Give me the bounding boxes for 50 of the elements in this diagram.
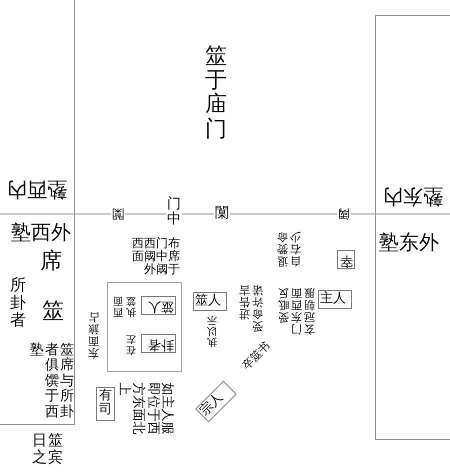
annotation-text: 退赞命	[277, 230, 288, 266]
annotation-text: 闑	[111, 206, 125, 222]
annotation-text: 筮宾	[48, 432, 63, 465]
person-name: 筮人	[195, 294, 221, 308]
annotation-text: 筮	[42, 300, 64, 324]
person-name: 宰	[340, 252, 353, 267]
instruction-text: 在左	[126, 333, 136, 355]
annotation-text: 西面	[132, 237, 144, 264]
person-box	[96, 387, 115, 421]
person-box	[318, 290, 352, 309]
person-name: 宗人	[198, 390, 226, 420]
person-box	[141, 296, 176, 315]
building-box	[0, 0, 75, 425]
annotation-text: 门东西面	[291, 286, 302, 334]
annotation-text: 执以示	[207, 314, 217, 347]
annotation-text: 布席于	[168, 237, 180, 277]
room-label: 塾西内	[7, 179, 67, 201]
annotation-text: 东面旅占	[88, 310, 99, 358]
person-box	[337, 250, 355, 269]
person-name: 卦者	[148, 336, 174, 351]
annotation-text: 自右少	[290, 230, 301, 266]
annotation-text: 西阈外	[144, 237, 156, 277]
annotation-text: 受眡反	[278, 286, 289, 322]
annotation-text: 塾	[30, 343, 44, 358]
building-box	[375, 15, 450, 440]
title: 筮于庙门	[205, 45, 227, 142]
instruction-text: 西面	[113, 295, 123, 317]
person-box	[141, 334, 176, 353]
annotation-text: 受命许诺	[252, 283, 263, 332]
annotation-text: 阈	[337, 206, 351, 222]
annotation-text: 卒筮书	[240, 340, 272, 372]
person-box	[193, 292, 227, 311]
area-box	[107, 282, 182, 372]
annotation-text: 筮席与所卦	[60, 343, 74, 420]
room-label: 塾西外	[11, 221, 71, 243]
annotation-text: 进告吉	[239, 283, 250, 320]
room-label: 塾东外	[379, 231, 439, 253]
annotation-text: 门中阈	[156, 237, 168, 277]
annotation-text: 所卦者	[10, 276, 26, 329]
instruction-text: 执筮	[126, 295, 136, 317]
annotation-text: 如主人服即位于西方东面北上	[116, 382, 174, 437]
annotation-text: 席	[40, 250, 62, 274]
annotation-text: 者俱馔于西	[45, 343, 59, 420]
person-box	[195, 380, 237, 422]
person-name: 有司	[99, 389, 112, 418]
person-name: 主人	[320, 292, 346, 306]
annotation-text: 玄冠朝服	[304, 286, 315, 334]
person-name: 筮人	[148, 298, 174, 313]
annotation-text: 日之	[32, 432, 47, 465]
room-label: 塾东内	[383, 186, 443, 208]
